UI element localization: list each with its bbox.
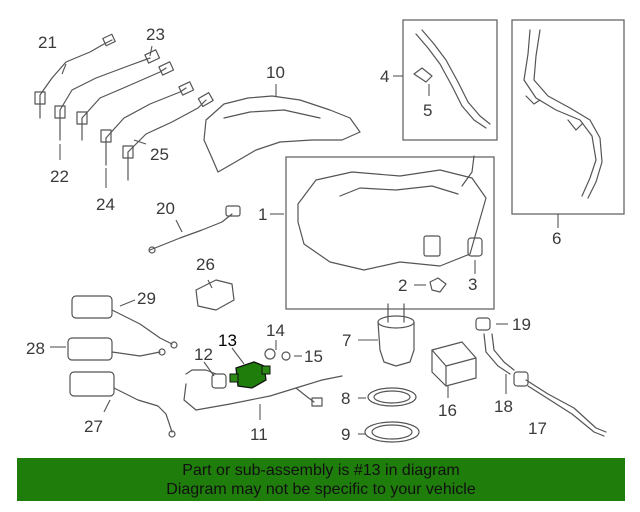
- clamp-19[interactable]: [475, 317, 529, 387]
- callout-14: 14: [266, 321, 285, 340]
- callout-22: 22: [50, 167, 69, 186]
- callout-12: 12: [194, 345, 213, 364]
- washer-15[interactable]: [281, 351, 291, 361]
- callout-23: 23: [146, 25, 165, 44]
- lock-ring-9[interactable]: [364, 421, 420, 443]
- fuel-pump-7[interactable]: [377, 303, 415, 367]
- part-6-box: [511, 19, 625, 215]
- clip-12[interactable]: [211, 373, 227, 389]
- screw-2[interactable]: [429, 277, 447, 293]
- callout-24: 24: [96, 195, 115, 214]
- seal-ring-8[interactable]: [367, 387, 417, 407]
- clip-5[interactable]: [413, 67, 433, 83]
- callout-3: 3: [468, 275, 477, 294]
- oxygen-sensor-25[interactable]: [122, 92, 214, 181]
- bracket-26[interactable]: [195, 279, 235, 311]
- leader-lines: [50, 45, 559, 435]
- callout-17: 17: [528, 419, 547, 438]
- oxygen-sensor-24[interactable]: [100, 81, 195, 166]
- callout-10: 10: [266, 63, 285, 82]
- oxygen-sensor-23[interactable]: [76, 61, 175, 141]
- callout-7: 7: [342, 331, 351, 350]
- callout-6: 6: [552, 229, 561, 248]
- callout-26: 26: [196, 255, 215, 274]
- part-4-box: [402, 19, 498, 141]
- grommet-14[interactable]: [264, 348, 276, 360]
- bushing-3[interactable]: [467, 237, 483, 257]
- callout-labels: 1 2 3 4 5 6 7 8 9 10 11 12 13 14 15 16 1…: [26, 25, 561, 444]
- callout-18: 18: [494, 397, 513, 416]
- fuel-line-6[interactable]: [523, 29, 603, 199]
- sensor-20[interactable]: [148, 205, 241, 254]
- part-13-highlighted[interactable]: [229, 361, 271, 389]
- highlight-banner: Part or sub-assembly is #13 in diagram D…: [17, 458, 625, 501]
- banner-line-1: Part or sub-assembly is #13 in diagram: [182, 462, 460, 479]
- fuel-line-4[interactable]: [415, 29, 491, 129]
- heat-shield-rib: [223, 109, 321, 119]
- oxygen-sensor-22[interactable]: [54, 49, 161, 141]
- callout-15: 15: [304, 347, 323, 366]
- callout-21: 21: [38, 33, 57, 52]
- sensor-27[interactable]: [69, 371, 176, 438]
- callout-28: 28: [26, 339, 45, 358]
- control-module-16[interactable]: [431, 341, 477, 387]
- callout-16: 16: [438, 401, 457, 420]
- callout-9: 9: [341, 425, 350, 444]
- callout-2: 2: [398, 276, 407, 295]
- callout-1: 1: [258, 205, 267, 224]
- fuel-tank-box: [285, 156, 495, 310]
- exploded-parts-diagram: 1 2 3 4 5 6 7 8 9 10 11 12 13 14 15 16 1…: [26, 19, 625, 444]
- callout-20: 20: [156, 199, 175, 218]
- sensor-29[interactable]: [71, 295, 178, 349]
- banner-line-2: Diagram may not be specific to your vehi…: [166, 481, 476, 498]
- callout-25: 25: [150, 145, 169, 164]
- callout-5: 5: [423, 101, 432, 120]
- callout-8: 8: [341, 389, 350, 408]
- callout-13-highlighted: 13: [218, 331, 237, 350]
- heat-shield-10[interactable]: [203, 95, 361, 173]
- oxygen-sensor-21[interactable]: [34, 33, 116, 119]
- hose-18[interactable]: [483, 333, 515, 375]
- callout-11: 11: [250, 425, 268, 444]
- callout-27: 27: [84, 417, 103, 436]
- callout-19: 19: [512, 315, 531, 334]
- sensor-28[interactable]: [67, 337, 166, 361]
- callout-29: 29: [137, 289, 156, 308]
- hose-17[interactable]: [525, 379, 607, 437]
- callout-4: 4: [380, 67, 389, 86]
- fuel-tank-1[interactable]: [297, 155, 487, 271]
